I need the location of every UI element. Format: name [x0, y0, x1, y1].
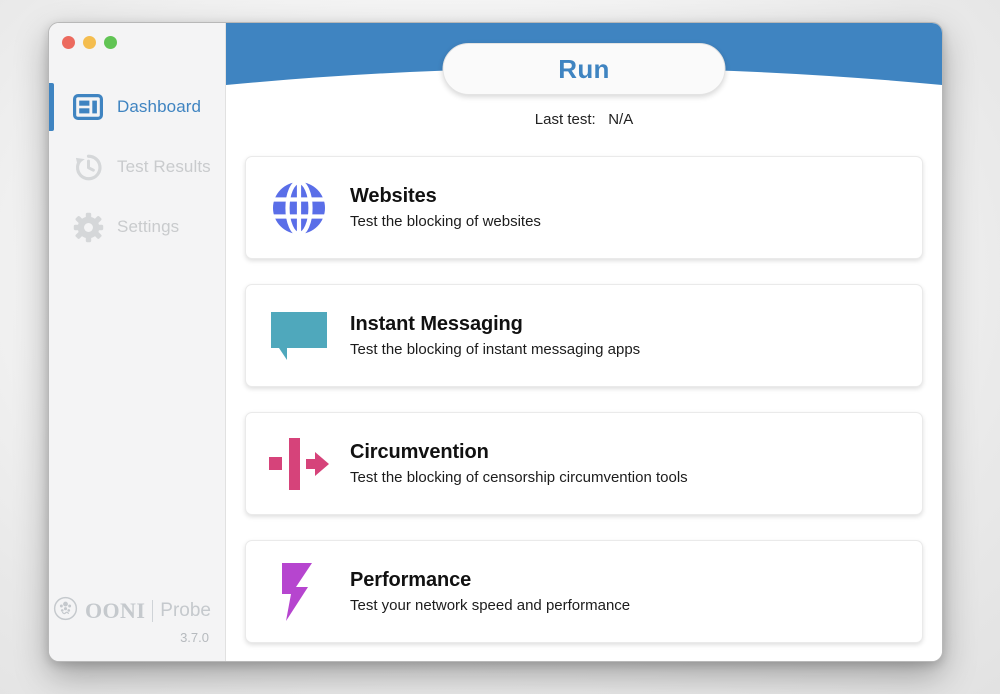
window-traffic-lights — [62, 36, 117, 49]
circumvention-arrow-icon — [268, 433, 330, 495]
logo-divider — [152, 600, 154, 622]
sidebar-item-test-results[interactable]: Test Results — [49, 137, 225, 197]
sidebar-nav: Dashboard Test Results — [49, 77, 225, 257]
card-description: Test your network speed and performance — [350, 597, 631, 614]
run-button-label: Run — [558, 53, 610, 84]
card-text: Websites Test the blocking of websites — [350, 185, 541, 230]
last-test-value: N/A — [608, 111, 634, 128]
sidebar-item-label: Test Results — [117, 157, 211, 176]
history-clock-icon — [72, 151, 104, 183]
gear-icon — [72, 211, 104, 243]
chat-bubble-icon — [268, 305, 330, 367]
globe-icon — [268, 177, 330, 239]
ooni-mark-icon — [53, 596, 78, 626]
test-card-performance[interactable]: Performance Test your network speed and … — [245, 540, 923, 643]
ooni-logo-row: OONI Probe — [53, 596, 211, 626]
dashboard-icon — [72, 91, 104, 123]
sidebar: Dashboard Test Results — [49, 23, 226, 661]
close-button[interactable] — [62, 36, 75, 49]
sidebar-item-dashboard[interactable]: Dashboard — [49, 77, 225, 137]
sidebar-item-label: Settings — [117, 217, 180, 236]
lightning-bolt-icon — [268, 561, 330, 623]
test-card-circumvention[interactable]: Circumvention Test the blocking of censo… — [245, 412, 923, 515]
last-test-status: Last test: N/A — [226, 111, 942, 128]
ooni-product-name: Probe — [160, 600, 211, 621]
sidebar-item-settings[interactable]: Settings — [49, 197, 225, 257]
app-window: Dashboard Test Results — [48, 22, 943, 662]
test-card-instant-messaging[interactable]: Instant Messaging Test the blocking of i… — [245, 284, 923, 387]
card-description: Test the blocking of censorship circumve… — [350, 469, 688, 486]
card-description: Test the blocking of websites — [350, 213, 541, 230]
card-text: Performance Test your network speed and … — [350, 569, 630, 614]
card-text: Instant Messaging Test the blocking of i… — [350, 313, 640, 358]
ooni-wordmark: OONI — [85, 598, 146, 623]
card-title: Instant Messaging — [350, 313, 523, 335]
last-test-label: Last test: — [534, 111, 596, 128]
zoom-button[interactable] — [104, 36, 117, 49]
ooni-probe-footer: OONI Probe 3.7.0 — [53, 596, 211, 645]
main-panel: Run Last test: N/A — [226, 23, 942, 661]
card-title: Performance — [350, 569, 472, 591]
minimize-button[interactable] — [83, 36, 96, 49]
card-title: Circumvention — [350, 441, 489, 463]
card-title: Websites — [350, 185, 437, 207]
run-button[interactable]: Run — [442, 43, 726, 95]
active-indicator — [49, 83, 54, 131]
card-description: Test the blocking of instant messaging a… — [350, 341, 641, 358]
app-version: 3.7.0 — [180, 630, 209, 645]
test-cards-list: Websites Test the blocking of websites I… — [245, 156, 923, 661]
test-card-websites[interactable]: Websites Test the blocking of websites — [245, 156, 923, 259]
sidebar-item-label: Dashboard — [117, 97, 202, 116]
card-text: Circumvention Test the blocking of censo… — [350, 441, 688, 486]
